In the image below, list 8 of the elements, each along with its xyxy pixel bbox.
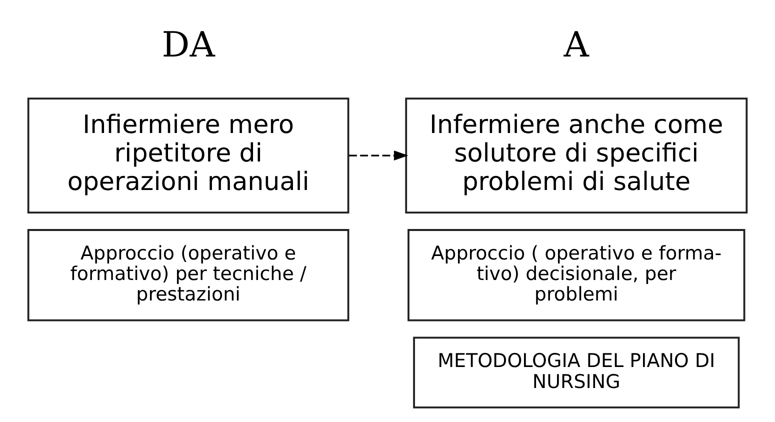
node-box: Approccio (operativo e formativo) per tecniche / prestazioni <box>27 229 350 322</box>
node-box: Infermiere anche come solutore di specifici problemi di salute <box>405 98 748 214</box>
arrow <box>349 150 408 161</box>
node-box: METODOLOGIA DEL PIANO DI NURSING <box>413 336 740 408</box>
label: DA <box>162 26 215 66</box>
node-box: Infiermiere mero ripetitore di operazioni manuali <box>27 98 350 214</box>
node-box: Approccio ( operativo e forma- tivo) decisionale, per problemi <box>408 229 746 322</box>
label: A <box>564 26 589 66</box>
